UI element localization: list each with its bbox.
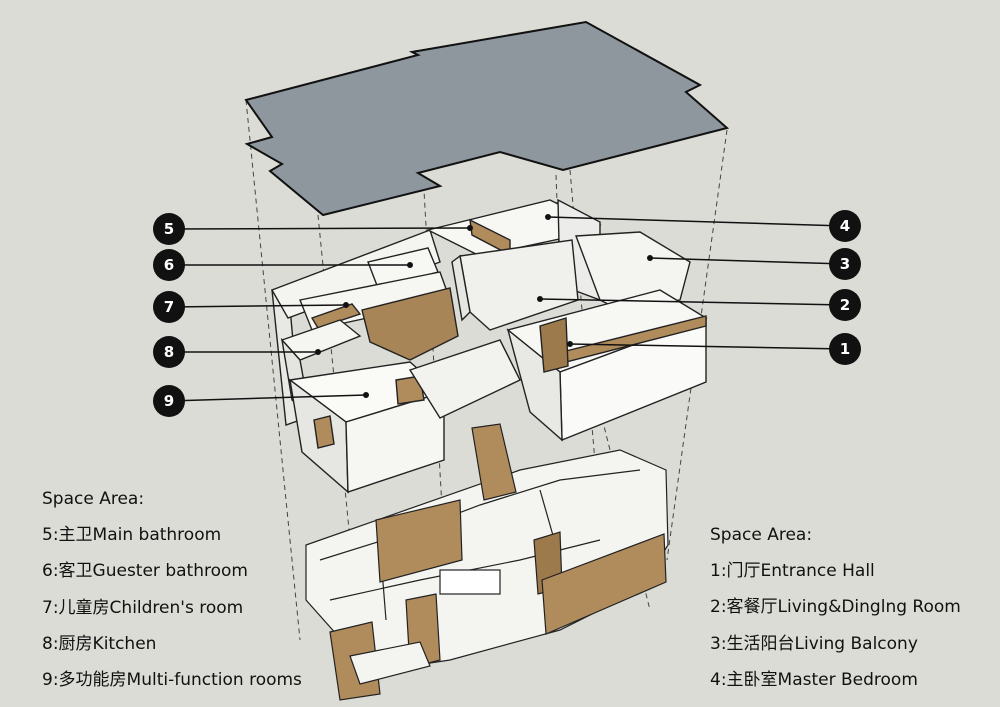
marker-6: 6 — [153, 249, 185, 281]
cabinet-1 — [539, 317, 569, 373]
cabinet-plan-center — [471, 423, 517, 501]
corridor — [408, 339, 521, 419]
leader-9 — [168, 394, 367, 402]
leader-3 — [649, 257, 846, 265]
leader-5 — [168, 227, 471, 230]
marker-5: 5 — [153, 213, 185, 245]
wall-back — [270, 229, 441, 319]
legend-item-7: 7:儿童房Children's room — [42, 597, 244, 618]
legend-item-6: 6:客卫Guester bathroom — [42, 561, 248, 582]
marker-3: 3 — [829, 248, 861, 280]
leader-7 — [168, 304, 347, 308]
bookshelf-wall — [541, 533, 667, 635]
desk-7 — [310, 303, 362, 329]
marker-4: 4 — [829, 210, 861, 242]
marker-7-number: 7 — [164, 298, 174, 316]
legend-item-5: 5:主卫Main bathroom — [42, 525, 222, 545]
leader-lines — [168, 216, 846, 402]
legend-item-4: 4:主卧室Master Bedroom — [710, 669, 918, 690]
marker-2: 2 — [829, 289, 861, 321]
legend-left-title: Space Area: — [42, 489, 145, 509]
plan-line-1 — [319, 469, 641, 561]
sofa-seat — [349, 641, 431, 685]
marker-3-number: 3 — [840, 255, 850, 273]
shelves-7 — [361, 287, 459, 361]
roof-plate — [244, 20, 730, 217]
leader-dots — [315, 214, 653, 398]
leader-1 — [569, 343, 846, 350]
legend-item-9: 9:多功能房Multi-function rooms — [42, 670, 302, 691]
room-2-side — [451, 254, 471, 322]
dining-table — [439, 569, 501, 595]
legend-left: Space Area: 5:主卫Main bathroom 6:客卫Gueste… — [42, 481, 302, 698]
marker-1-number: 1 — [840, 340, 850, 358]
leader-4 — [547, 216, 846, 227]
legend-right: Space Area: 1:门厅Entrance Hall 2:客餐厅Livin… — [710, 517, 961, 698]
cabinet-9 — [395, 375, 425, 405]
marker-9: 9 — [153, 385, 185, 417]
legend-item-1: 1:门厅Entrance Hall — [710, 561, 875, 581]
legend-right-title: Space Area: — [710, 525, 813, 545]
marker-2-number: 2 — [840, 296, 850, 314]
marker-1: 1 — [829, 333, 861, 365]
roof-slab — [244, 20, 730, 217]
marker-9-number: 9 — [164, 392, 174, 410]
floor-plan-layer — [305, 423, 669, 701]
wardrobe-plan-left — [375, 499, 463, 583]
marker-8-number: 8 — [164, 343, 174, 361]
marker-8: 8 — [153, 336, 185, 368]
legend-item-8: 8:厨房Kitchen — [42, 633, 157, 654]
legend-item-3: 3:生活阳台Living Balcony — [710, 633, 918, 654]
marker-4-number: 4 — [840, 217, 850, 235]
window-9 — [313, 415, 335, 449]
marker-6-number: 6 — [164, 256, 174, 274]
marker-7: 7 — [153, 291, 185, 323]
leader-2 — [539, 298, 846, 306]
marker-5-number: 5 — [164, 220, 174, 238]
legend-item-2: 2:客餐厅Living&Dinglng Room — [710, 597, 961, 618]
